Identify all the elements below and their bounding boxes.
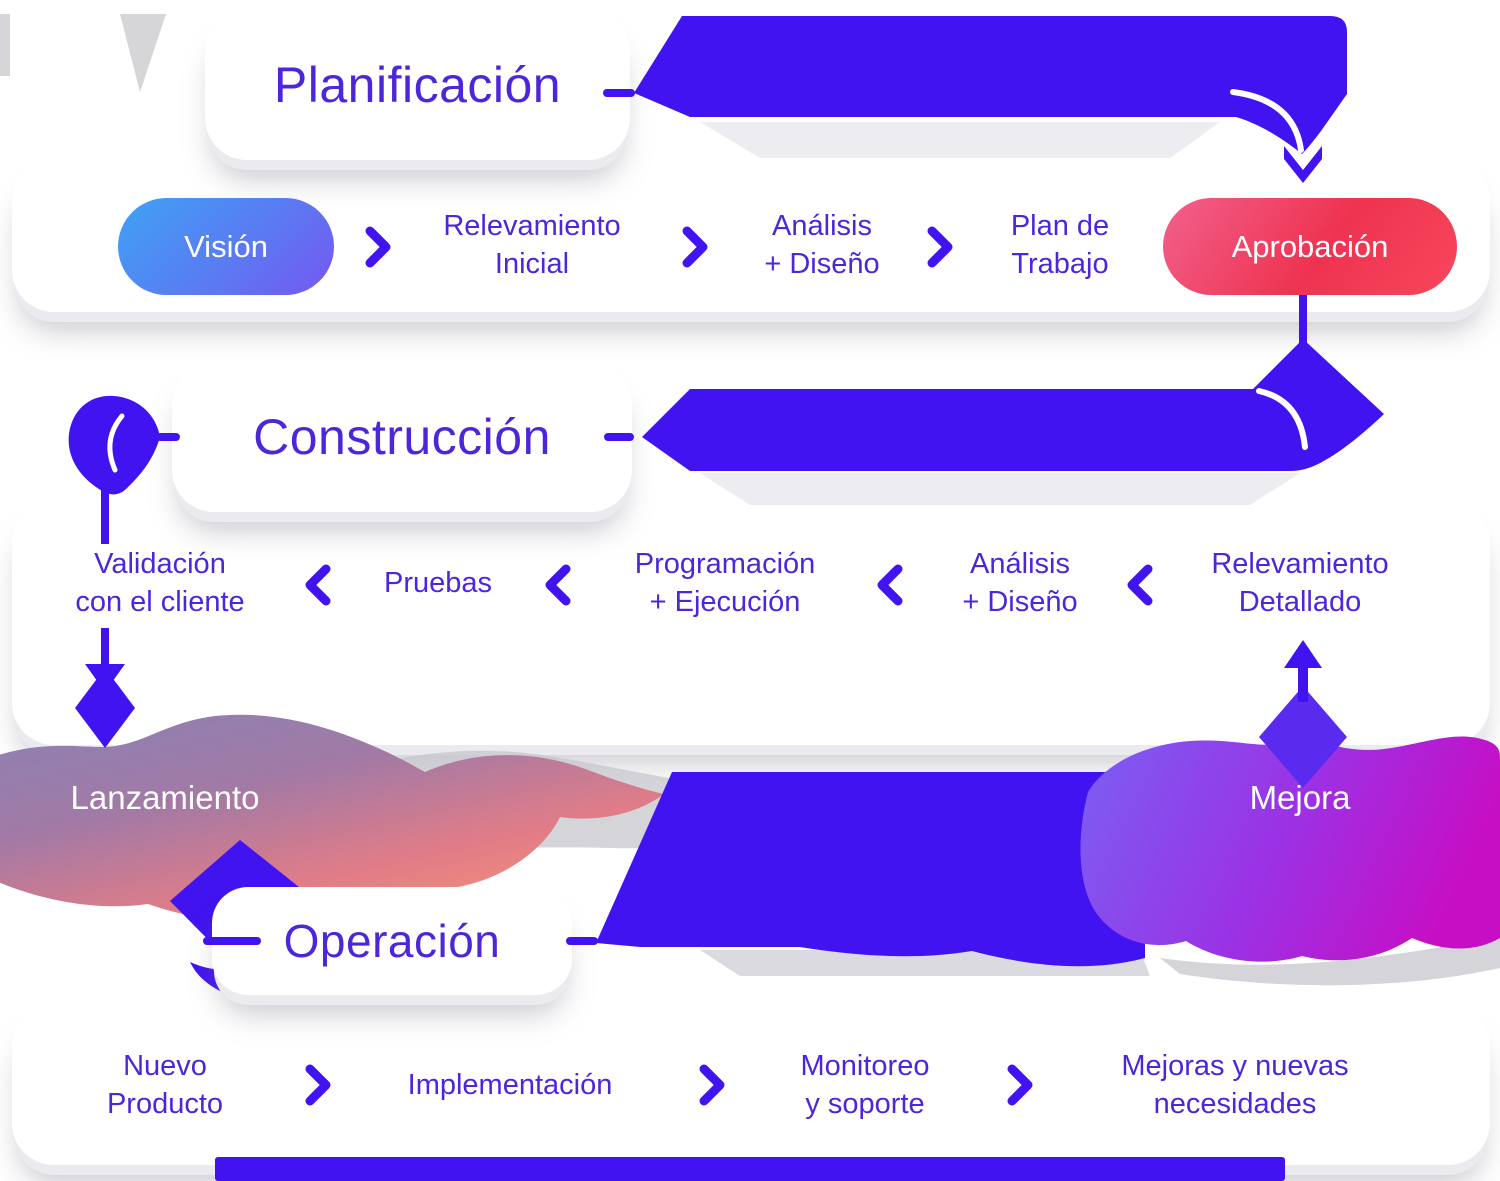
chevron-right-icon	[305, 1064, 331, 1106]
chevron-right-icon	[1007, 1064, 1033, 1106]
band-white-curve	[1256, 388, 1308, 450]
aprobacion-connector-line	[1299, 292, 1307, 344]
step-mejoras-necesidades: Mejoras y nuevas necesidades	[1121, 1050, 1349, 1121]
validacion-down-line	[101, 628, 109, 670]
vision-label: Visión	[184, 228, 268, 264]
mejora-up-arrow	[1284, 640, 1322, 702]
mejora-top-diamond	[1259, 686, 1347, 788]
operacion-title-card: Operación	[212, 887, 572, 995]
blob-white-curve	[107, 413, 125, 473]
step-monitoreo-soporte: Monitoreo y soporte	[800, 1050, 930, 1121]
lanzamiento-blob	[0, 714, 664, 923]
step-programacion-ejecucion: Programación + Ejecución	[634, 548, 816, 619]
step-relevamiento-inicial: Relevamiento Inicial	[443, 210, 621, 281]
step-pruebas: Pruebas	[383, 567, 492, 599]
aprobacion-pill: Aprobación	[1163, 198, 1457, 295]
operacion-dash-left	[203, 937, 261, 945]
planificacion-dash	[603, 89, 635, 97]
chevron-left-icon	[1127, 564, 1153, 606]
mejora-blob-shadow	[1160, 936, 1500, 986]
construccion-title: Construcción	[253, 409, 551, 465]
planificacion-title: Planificación	[273, 57, 562, 113]
chevron-right-icon	[682, 226, 708, 268]
construccion-title-card: Construcción	[172, 362, 632, 512]
mejora-label: Mejora	[1249, 779, 1351, 816]
chevron-left-icon	[877, 564, 903, 606]
band-white-curve	[1230, 89, 1304, 153]
down-arrowhead-to-aprobacion	[1284, 146, 1322, 183]
chevron-right-icon	[365, 226, 391, 268]
step-plan-de-trabajo: Plan de Trabajo	[1010, 210, 1110, 281]
chevron-left-icon	[305, 564, 331, 606]
operacion-row-card	[12, 1003, 1490, 1165]
operacion-title: Operación	[283, 915, 501, 967]
construccion-row-card	[12, 500, 1490, 745]
aprobacion-label: Aprobación	[1231, 228, 1389, 264]
planificacion-band-arrow	[634, 16, 1347, 154]
step-relevamiento-detallado: Relevamiento Detallado	[1211, 548, 1389, 619]
operacion-dash-right	[566, 937, 598, 945]
step-analisis-diseno-2: Análisis + Diseño	[962, 548, 1078, 619]
shadow-fragment	[0, 14, 10, 76]
shadow-fragment	[120, 14, 166, 92]
lanzamiento-label: Lanzamiento	[70, 779, 260, 816]
top-band-shadow	[700, 122, 1220, 158]
mejora-blob	[1080, 736, 1500, 962]
chevron-right-icon	[927, 226, 953, 268]
vision-pill: Visión	[118, 198, 334, 295]
lanzamiento-top-diamond	[75, 668, 135, 748]
construccion-dash-right	[604, 433, 634, 441]
construccion-band-arrow	[642, 339, 1384, 471]
planificacion-title-card: Planificación	[205, 10, 630, 160]
step-validacion-cliente: Validación con el cliente	[75, 548, 245, 619]
construccion-dash-left	[156, 433, 180, 441]
bottom-bar	[215, 1157, 1285, 1181]
blob-to-validacion-line	[101, 488, 109, 544]
chevron-right-icon	[699, 1064, 725, 1106]
construccion-band-shadow	[700, 473, 1300, 505]
chevron-left-icon	[545, 564, 571, 606]
step-analisis-diseno-1: Análisis + Diseño	[764, 210, 880, 281]
step-implementacion: Implementación	[407, 1069, 613, 1101]
operacion-band-arrow	[596, 772, 1145, 967]
construccion-left-blob	[68, 395, 160, 495]
step-nuevo-producto: Nuevo Producto	[106, 1050, 224, 1121]
